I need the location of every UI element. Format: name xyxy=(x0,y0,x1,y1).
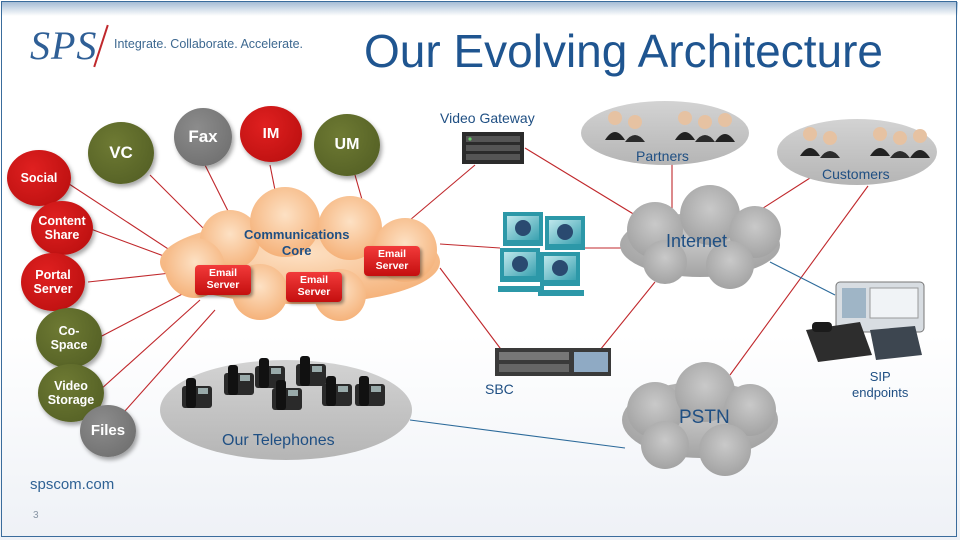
bubble-social: Social xyxy=(7,150,71,206)
people-icons xyxy=(605,111,930,158)
top-band xyxy=(2,2,958,16)
our-telephones-label: Our Telephones xyxy=(222,432,335,449)
bubble-vc: VC xyxy=(88,122,154,184)
sbc-label: SBC xyxy=(485,381,514,397)
bubble-files: Files xyxy=(80,405,136,457)
bubble-co-space: Co-Space xyxy=(36,308,102,368)
sbc-icon xyxy=(495,348,611,376)
sps-logo: SPS xyxy=(30,23,98,68)
slide-title: Our Evolving Architecture xyxy=(364,25,884,77)
pstn-cloud xyxy=(622,362,778,476)
desk-phone-icons xyxy=(182,356,385,410)
bubble-fax: Fax xyxy=(174,108,232,166)
video-gateway-icon xyxy=(462,132,524,164)
tagline: Integrate. Collaborate. Accelerate. xyxy=(114,37,304,51)
pstn-label: PSTN xyxy=(679,407,730,428)
page-number: 3 xyxy=(33,510,39,521)
video-gateway-label: Video Gateway xyxy=(440,110,535,126)
blue-links xyxy=(409,261,836,449)
customers-label: Customers xyxy=(822,166,890,182)
partners-label: Partners xyxy=(636,148,689,164)
internet-label: Internet xyxy=(666,231,728,251)
footer-url: spscom.com xyxy=(30,476,115,493)
sip-endpoint-icons xyxy=(806,281,925,362)
bubble-im: IM xyxy=(240,106,302,162)
internet-cloud xyxy=(620,185,781,289)
bubble-um: UM xyxy=(314,114,380,176)
server-cluster-icon xyxy=(498,212,585,296)
